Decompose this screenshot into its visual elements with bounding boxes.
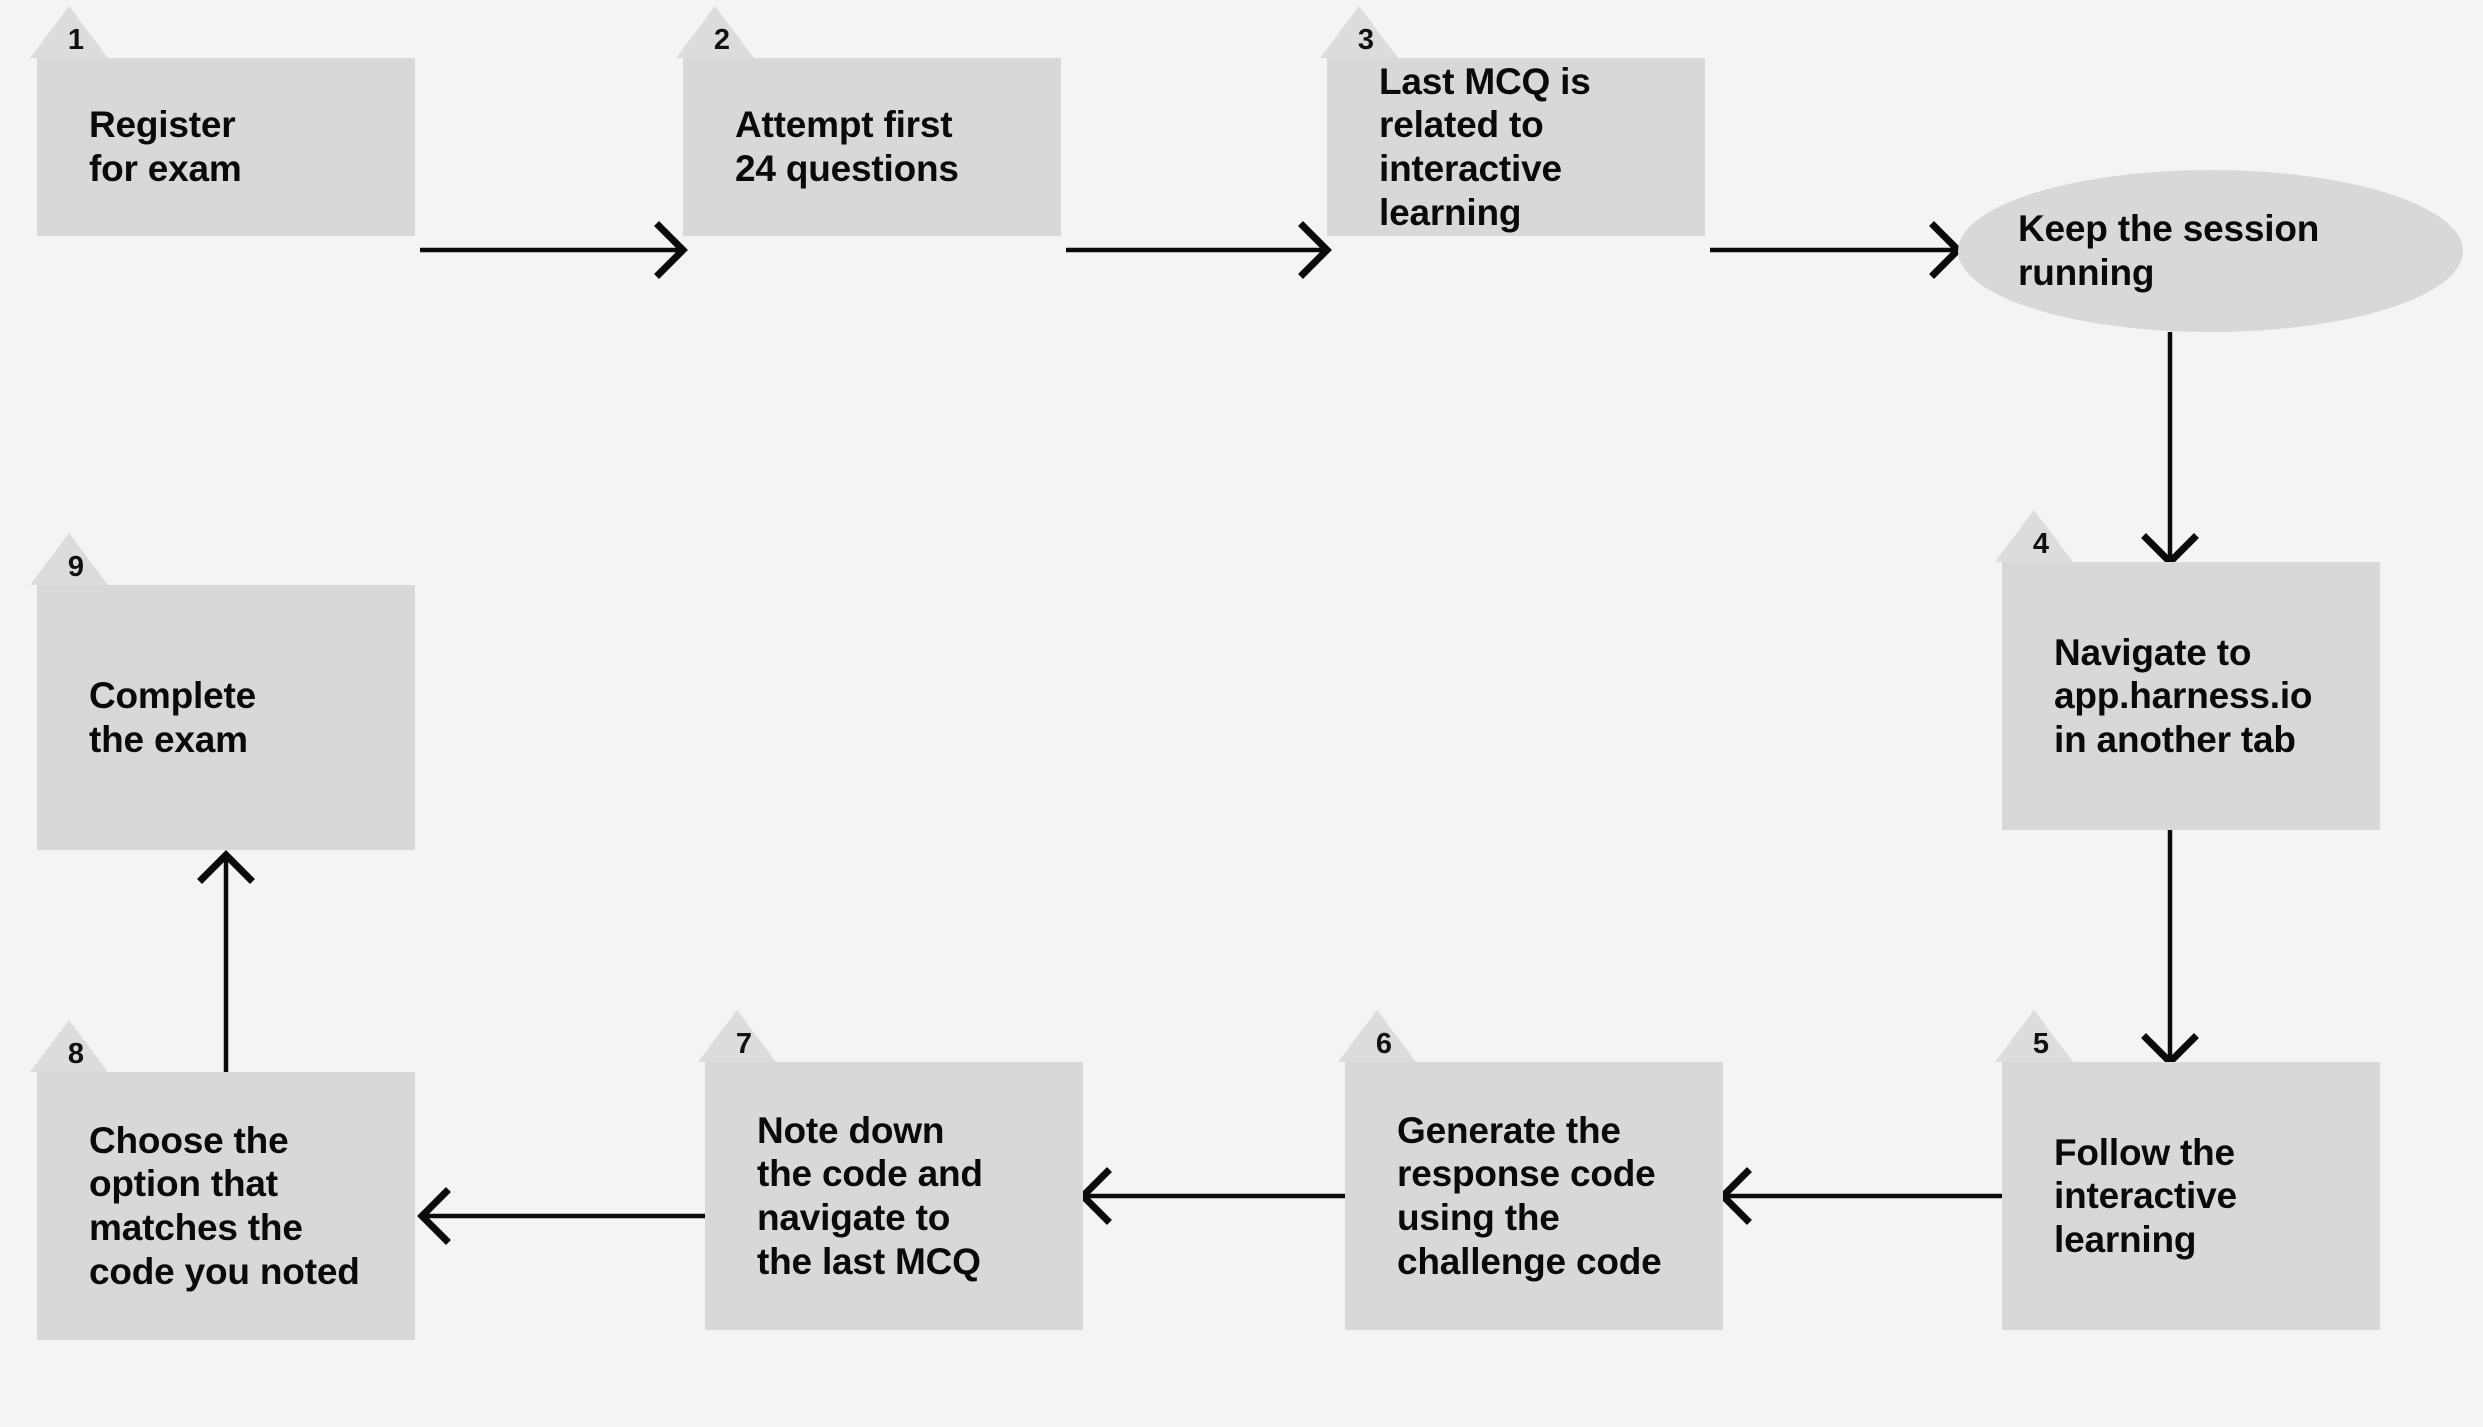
triangle-badge-icon [1995,1010,2073,1062]
step-number-badge-4: 4 [1995,510,2073,562]
flow-node-label: Follow the interactive learning [2054,1131,2237,1260]
arrowhead-icon [1298,221,1332,279]
step-number-text: 2 [713,24,731,56]
flow-node-4[interactable]: Navigate to app.harness.io in another ta… [2002,562,2380,830]
step-number-text: 7 [735,1028,753,1060]
arrowhead-icon [1929,221,1963,279]
edge-arrow-7-to-8 [417,1187,705,1245]
step-number-text: 5 [2032,1028,2050,1060]
flow-node-label: Choose the option that matches the code … [89,1119,360,1292]
step-number-text: 1 [67,24,85,56]
edge-arrow-1-to-2 [420,221,688,279]
flow-node-6[interactable]: Generate the response code using the cha… [1345,1062,1723,1330]
edge-arrow-6-to-7 [1078,1167,1345,1225]
step-number-badge-3: 3 [1320,6,1398,58]
flow-node-label: Last MCQ is related to interactive learn… [1379,60,1591,233]
flow-node-3[interactable]: Last MCQ is related to interactive learn… [1327,58,1705,236]
step-number-badge-5: 5 [1995,1010,2073,1062]
flow-node-8[interactable]: Choose the option that matches the code … [37,1072,415,1340]
flow-node-5[interactable]: Follow the interactive learning [2002,1062,2380,1330]
arrowhead-icon [654,221,688,279]
step-number-text: 9 [67,551,85,583]
triangle-badge-icon [698,1010,776,1062]
arrowhead-icon [1718,1167,1752,1225]
flow-node-label: Register for exam [89,104,242,189]
step-number-text: 3 [1357,24,1375,56]
flow-node-label: Generate the response code using the cha… [1397,1109,1662,1282]
step-number-badge-9: 9 [30,533,108,585]
triangle-badge-icon [1320,6,1398,58]
flow-node-9[interactable]: Complete the exam [37,585,415,850]
triangle-badge-icon [30,6,108,58]
step-number-text: 6 [1375,1028,1393,1060]
edge-arrow-keep-the-session-running-to-4 [2141,332,2199,567]
arrowhead-icon [2141,1033,2199,1067]
flow-node-n4[interactable]: Keep the session running [1958,170,2463,332]
edge-arrow-2-to-3 [1066,221,1332,279]
flow-node-2[interactable]: Attempt first 24 questions [683,58,1061,236]
flow-node-label: Complete the exam [89,674,256,760]
flow-node-label: Attempt first 24 questions [735,104,959,189]
flow-node-label: Note down the code and navigate to the l… [757,1109,983,1282]
step-number-text: 8 [67,1038,85,1070]
flow-node-1[interactable]: Register for exam [37,58,415,236]
arrowhead-icon [197,850,255,884]
flow-node-label: Keep the session running [2018,208,2320,293]
step-number-text: 4 [2032,528,2050,560]
triangle-badge-icon [30,533,108,585]
edge-arrow-4-to-5 [2141,830,2199,1067]
step-number-badge-6: 6 [1338,1010,1416,1062]
triangle-badge-icon [1995,510,2073,562]
step-number-badge-1: 1 [30,6,108,58]
flow-node-label: Navigate to app.harness.io in another ta… [2054,631,2313,760]
triangle-badge-icon [30,1020,108,1072]
edge-arrow-5-to-6 [1718,1167,2002,1225]
edge-arrow-8-to-9 [197,850,255,1072]
step-number-badge-7: 7 [698,1010,776,1062]
step-number-badge-2: 2 [676,6,754,58]
step-number-badge-8: 8 [30,1020,108,1072]
triangle-badge-icon [676,6,754,58]
flow-node-7[interactable]: Note down the code and navigate to the l… [705,1062,1083,1330]
arrowhead-icon [417,1187,451,1245]
arrowhead-icon [2141,533,2199,567]
triangle-badge-icon [1338,1010,1416,1062]
edge-arrow-3-to-keep-the-session-running [1710,221,1963,279]
arrowhead-icon [1078,1167,1112,1225]
